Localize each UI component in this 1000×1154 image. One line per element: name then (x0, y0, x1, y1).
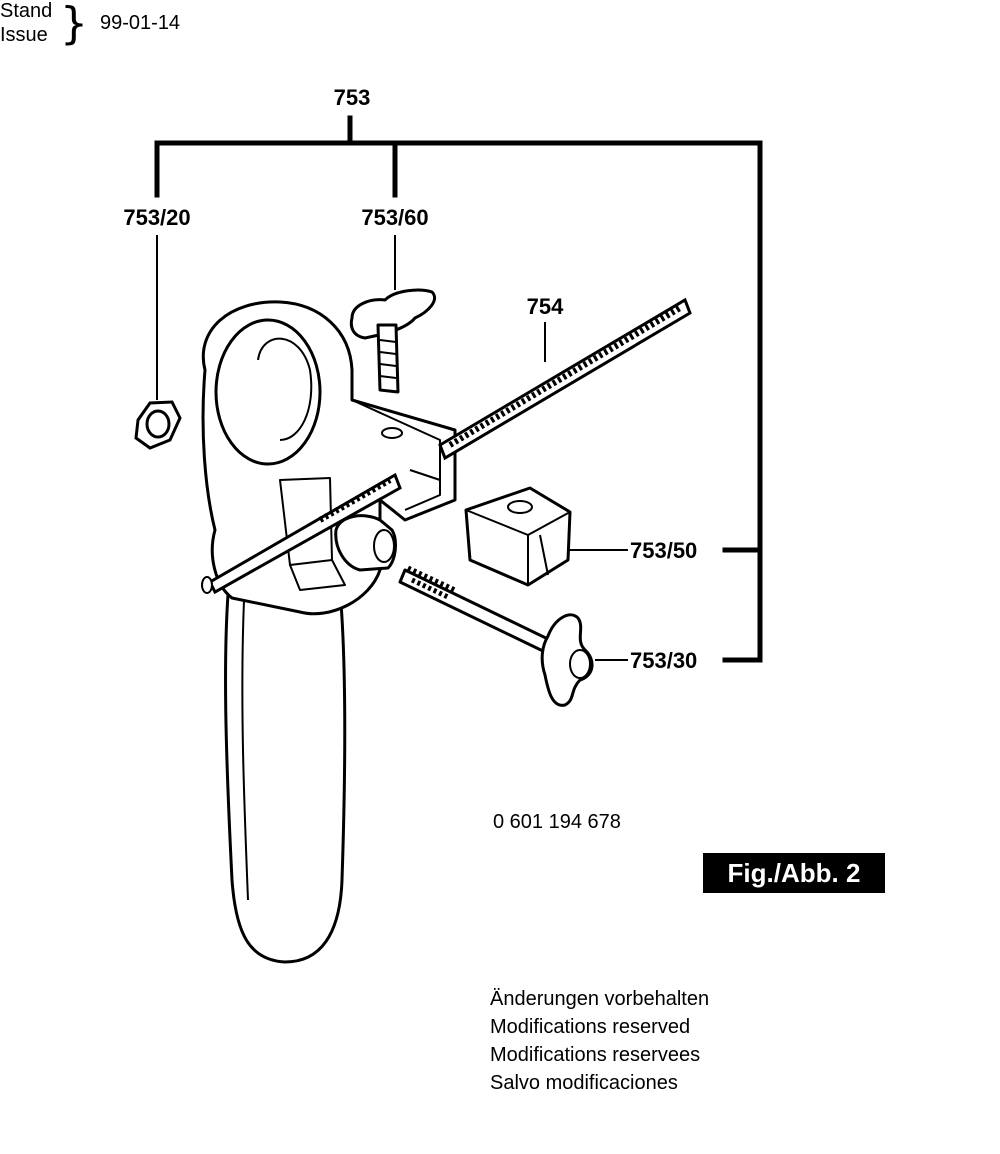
bracket-lines (154, 115, 763, 663)
figure-label: Fig./Abb. 2 (703, 853, 885, 893)
issue-label: Issue (0, 24, 48, 46)
issue-block: Stand Issue } 99-01-14 (0, 0, 200, 50)
depth-rod-drawing (201, 297, 692, 595)
hex-nut-drawing (134, 400, 182, 450)
note-es: Salvo modificaciones (490, 1072, 678, 1094)
label-753-30: 753/30 (630, 648, 697, 673)
label-753-50: 753/50 (630, 538, 697, 563)
modification-notes: Änderungen vorbehalten Modifications res… (490, 985, 709, 1097)
label-753: 753 (334, 85, 371, 110)
clamp-block-drawing (464, 486, 572, 587)
note-en: Modifications reserved (490, 1016, 691, 1038)
clamp-screw-drawing (398, 565, 594, 707)
label-754: 754 (527, 294, 564, 319)
note-fr: Modifications reservees (490, 1044, 701, 1066)
side-handle-drawing (201, 300, 457, 964)
leader-lines (156, 235, 628, 661)
note-de: Änderungen vorbehalten (490, 988, 710, 1010)
curly-brace-icon: } (60, 0, 88, 49)
stand-label: Stand (0, 0, 53, 22)
label-753-60: 753/60 (361, 205, 428, 230)
issue-date: 99-01-14 (100, 12, 181, 34)
part-number: 0 601 194 678 (493, 811, 621, 833)
wing-screw-drawing (349, 288, 437, 394)
label-753-20: 753/20 (123, 205, 190, 230)
